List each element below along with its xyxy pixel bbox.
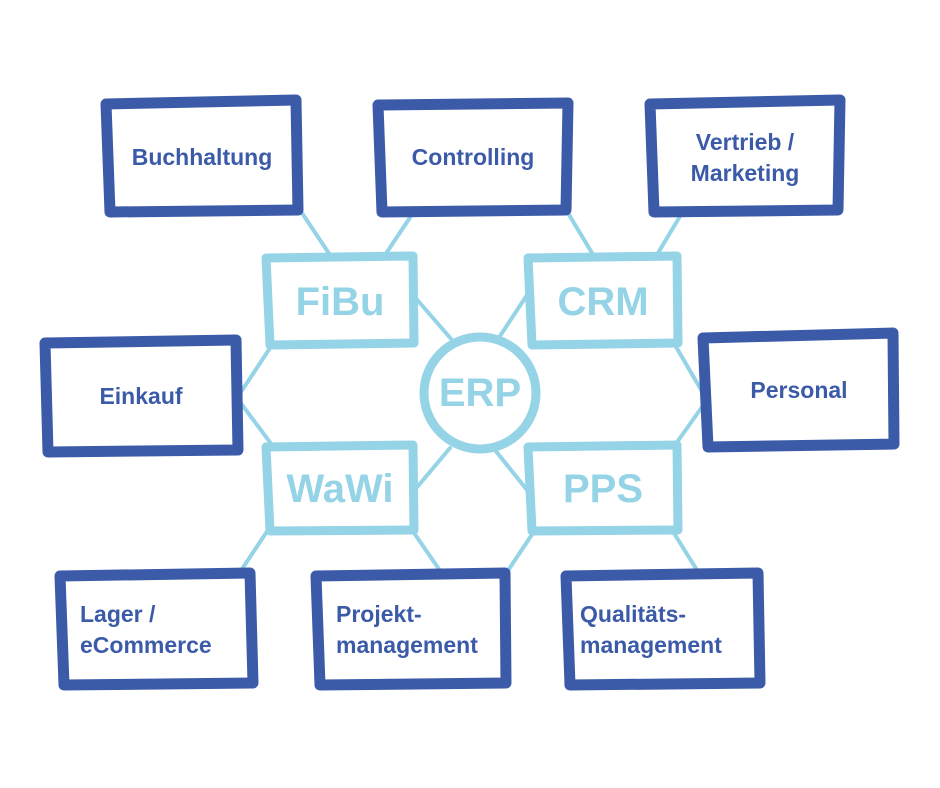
connector — [670, 528, 702, 577]
connectors — [235, 206, 709, 577]
function-controlling: Controlling — [411, 144, 535, 171]
erp-circle — [419, 332, 541, 454]
connector — [493, 448, 529, 492]
module-crm: CRM — [557, 279, 649, 324]
connector — [235, 396, 274, 447]
module-fibu: FiBu — [295, 279, 385, 324]
function-buchhaltung: Buchhaltung — [131, 144, 273, 171]
module-boxes — [261, 251, 683, 536]
function-lager-ecommerce: Lager / eCommerce — [80, 600, 212, 658]
function-personal: Personal — [750, 377, 848, 404]
connector — [563, 206, 597, 260]
function-einkauf: Einkauf — [99, 383, 183, 410]
connector — [235, 343, 274, 400]
function-boxes — [39, 94, 900, 691]
connector — [411, 293, 454, 342]
connector — [503, 528, 537, 577]
function-qualitaetsmanagement: Qualitäts- management — [580, 600, 722, 658]
module-wawi: WaWi — [286, 467, 394, 511]
function-vertrieb-marketing: Vertrieb / Marketing — [690, 128, 800, 186]
function-projektmanagement: Projekt- management — [336, 600, 478, 658]
connector — [498, 293, 529, 338]
connector — [410, 528, 445, 577]
connector — [298, 208, 332, 257]
connector — [411, 446, 452, 494]
center-label: ERP — [438, 371, 522, 415]
connector — [238, 528, 270, 574]
connector — [383, 208, 417, 257]
module-pps: PPS — [562, 467, 644, 511]
